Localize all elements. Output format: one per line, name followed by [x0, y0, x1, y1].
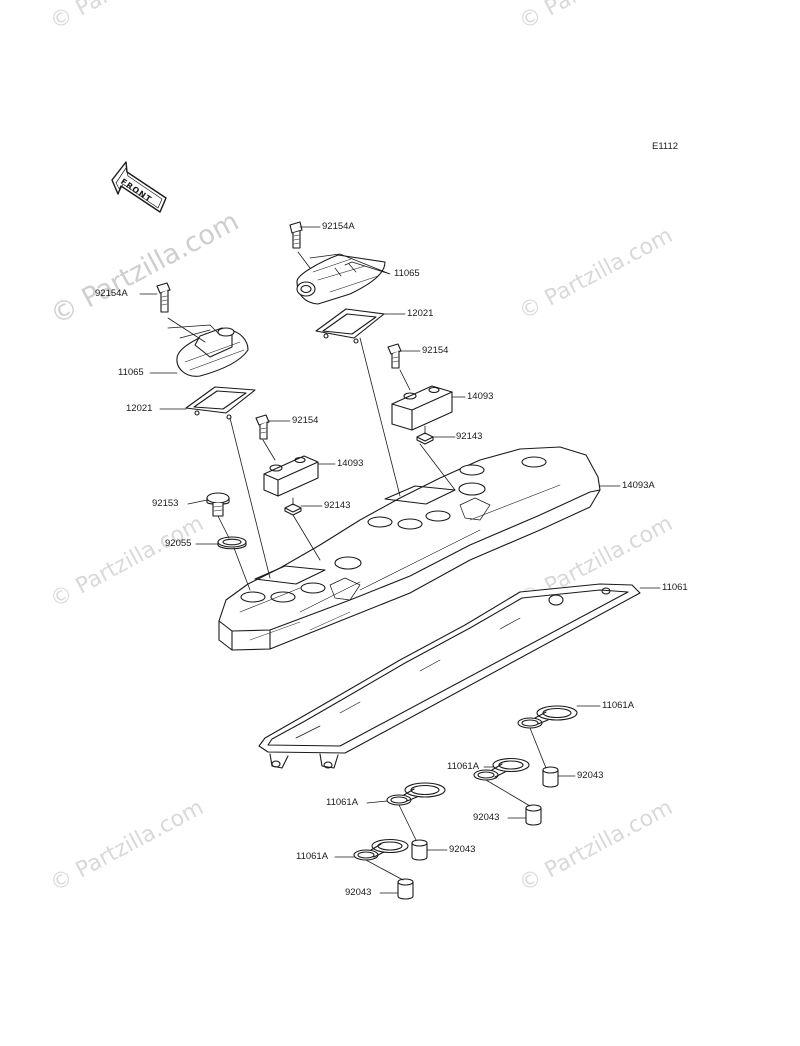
callout-label: 12021 [126, 403, 153, 414]
seal-11061A-2 [473, 757, 530, 781]
callout-label: 92143 [324, 500, 351, 511]
seal-11061A-3 [386, 782, 446, 806]
bolt-92154-left [255, 414, 270, 440]
collar-92043-1 [542, 766, 559, 788]
head-cover-14093A [218, 446, 601, 651]
callout-label: 92043 [473, 812, 500, 823]
callout-label: 14093 [467, 391, 494, 402]
washer-92143-left [284, 503, 302, 516]
callout-label: 92154 [292, 415, 319, 426]
ring-92055 [217, 536, 247, 550]
callout-label: 92153 [152, 498, 179, 509]
collar-92043-2 [525, 804, 542, 826]
seal-11061A-1 [517, 705, 578, 729]
washer-92143-right [416, 432, 434, 445]
front-arrow-icon [111, 161, 167, 213]
callout-label: 11061A [326, 797, 359, 808]
callout-label: 92055 [165, 538, 192, 549]
bolt-92154A-left [156, 282, 171, 313]
cam-cap-11065-right [289, 221, 386, 305]
diagram-code: E1112 [652, 141, 679, 152]
block-14093-left [263, 455, 319, 497]
callout-label: 92154A [95, 288, 128, 299]
seal-11061A-4 [353, 838, 409, 861]
callout-label: 11061A [602, 700, 635, 711]
collar-92043-4 [397, 878, 414, 900]
callout-label: 11061 [662, 582, 688, 593]
callout-label: 92043 [345, 887, 372, 898]
callout-label: 11065 [394, 268, 420, 279]
callout-label: 11065 [118, 367, 144, 378]
callout-label: 92154 [422, 345, 449, 356]
callout-label: 92143 [456, 431, 483, 442]
callout-label: 11061A [447, 761, 480, 772]
callout-label: 12021 [407, 308, 434, 319]
callout-label: 14093 [337, 458, 364, 469]
leader-lines [139, 226, 661, 894]
callout-label: 11061A [296, 851, 329, 862]
bolt-92153 [206, 492, 230, 517]
collar-92043-3 [411, 839, 428, 861]
bolt-92154-right [387, 343, 402, 369]
cam-cap-11065-left [176, 327, 249, 377]
block-14093-right [391, 385, 453, 431]
gasket-12021-right [315, 308, 385, 344]
callout-label: 92154A [322, 221, 355, 232]
callout-label: 14093A [622, 480, 655, 491]
gasket-12021-left [185, 386, 256, 420]
gasket-11061 [258, 583, 641, 769]
callout-label: 92043 [449, 844, 476, 855]
callout-label: 92043 [577, 770, 604, 781]
